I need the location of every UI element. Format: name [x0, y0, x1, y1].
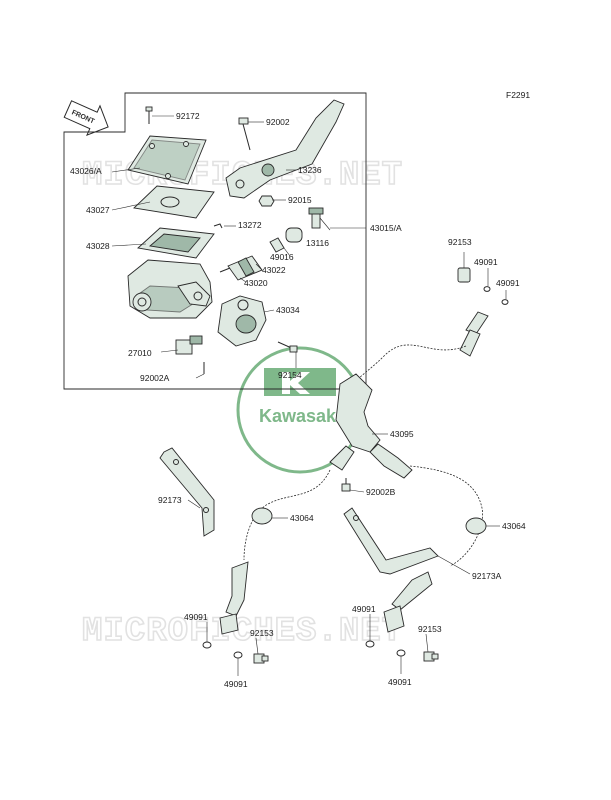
lever-nut [258, 195, 275, 207]
logo-text: Kawasaki [259, 406, 341, 426]
diaphragm [137, 227, 215, 259]
label-43015a: 43015/A [370, 223, 402, 233]
label-27010: 27010 [128, 348, 152, 358]
brake-lever [225, 99, 345, 199]
cap-screw [145, 106, 153, 124]
label-43034: 43034 [276, 305, 300, 315]
label-43020: 43020 [244, 278, 268, 288]
watermark-bottom: MICROFICHES.NET [82, 613, 403, 651]
left-hose-bracket [159, 447, 215, 537]
washer [233, 651, 243, 659]
left-grommet [251, 507, 273, 525]
front-arrow-icon: FRONT [63, 100, 109, 136]
banjo-bolt [253, 653, 269, 664]
label-49091-br: 49091 [352, 604, 376, 614]
label-13116: 13116 [306, 238, 329, 248]
right-hose-bracket [343, 507, 439, 575]
label-92002b: 92002B [366, 487, 396, 497]
label-49091-bl: 49091 [184, 612, 208, 622]
reservoir-cap [127, 135, 207, 185]
leader-lines [111, 115, 507, 676]
label-92002a: 92002A [140, 373, 170, 383]
joint-bolt [341, 478, 351, 492]
dust-boot [269, 237, 285, 253]
label-43095: 43095 [390, 429, 414, 439]
brake-hose-joint [329, 373, 413, 479]
label-92173a: 92173A [472, 571, 502, 581]
label-92153-br: 92153 [418, 624, 442, 634]
label-92173: 92173 [158, 495, 182, 505]
label-92154: 92154 [278, 370, 302, 380]
brake-hose-right [409, 465, 484, 567]
pushrod-cap [285, 207, 324, 243]
label-49091-bl2: 49091 [224, 679, 248, 689]
label-92015: 92015 [288, 195, 312, 205]
label-49091-top2: 49091 [496, 278, 520, 288]
label-92172: 92172 [176, 111, 200, 121]
kawasaki-logo: Kawasaki [236, 346, 364, 474]
label-92002: 92002 [266, 117, 290, 127]
assembly-frame [63, 92, 367, 390]
right-grommet [465, 517, 487, 535]
label-13272: 13272 [238, 220, 262, 230]
figure-code: F2291 [506, 90, 530, 100]
lever-pivot-bolt [238, 117, 251, 151]
label-43064-right: 43064 [502, 521, 526, 531]
piston-assembly [219, 255, 263, 281]
label-43026a: 43026/A [70, 166, 102, 176]
handlebar-clamp [217, 295, 267, 347]
right-lower-hose-end [383, 571, 433, 633]
label-13236: 13236 [298, 165, 322, 175]
label-43064-left: 43064 [290, 513, 314, 523]
master-cylinder-body [127, 259, 213, 319]
label-43027: 43027 [86, 205, 110, 215]
clamp-bolt [277, 341, 298, 353]
pin [213, 223, 223, 229]
banjo-bolt [423, 651, 439, 662]
label-92153-bl: 92153 [250, 628, 274, 638]
label-92153-top: 92153 [448, 237, 472, 247]
upper-hose-fitting [457, 267, 509, 357]
brake-hose-left [243, 469, 331, 561]
label-43028: 43028 [86, 241, 110, 251]
brake-hose-upper [345, 344, 467, 397]
label-49016: 49016 [270, 252, 294, 262]
brake-light-switch [175, 335, 203, 355]
label-49091-top1: 49091 [474, 257, 498, 267]
label-43022: 43022 [262, 265, 286, 275]
label-49091-br2: 49091 [388, 677, 412, 687]
diaphragm-plate [133, 185, 215, 219]
left-lower-hose-end [219, 561, 249, 635]
